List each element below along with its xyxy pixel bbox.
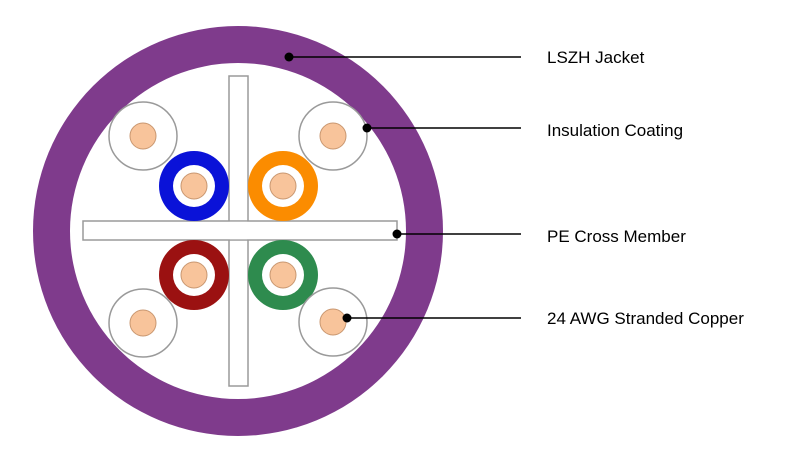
- leader-dot: [284, 52, 294, 62]
- callout-pe-cross-member: PE Cross Member: [392, 227, 686, 246]
- pe-cross-member: [82, 75, 398, 387]
- callout-label-pe-cross-member: PE Cross Member: [547, 227, 686, 246]
- callout-insulation-coating: Insulation Coating: [362, 121, 683, 140]
- conductor-orange: [248, 151, 318, 221]
- conductor-white-bottom-left: [108, 288, 178, 358]
- conductor-white-bottom-right: [298, 287, 368, 357]
- leader-dot: [362, 123, 372, 133]
- leader-dot: [392, 229, 402, 239]
- conductor-red: [159, 240, 229, 310]
- conductor-white-top-left: [108, 101, 178, 171]
- leader-dot: [342, 313, 352, 323]
- callout-24-awg-stranded-copper: 24 AWG Stranded Copper: [342, 309, 744, 328]
- callout-label-24-awg-stranded-copper: 24 AWG Stranded Copper: [547, 309, 744, 328]
- callout-label-insulation-coating: Insulation Coating: [547, 121, 683, 140]
- conductor-white-top-right: [298, 101, 368, 171]
- conductor-blue: [159, 151, 229, 221]
- callout-lszh-jacket: LSZH Jacket: [284, 48, 645, 67]
- callout-label-lszh-jacket: LSZH Jacket: [547, 48, 645, 67]
- conductor-green: [248, 240, 318, 310]
